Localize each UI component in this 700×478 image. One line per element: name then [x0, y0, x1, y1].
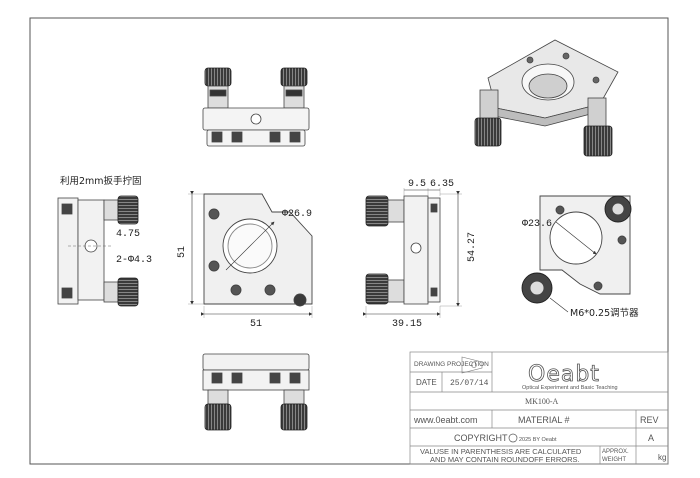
rev-label: REV [640, 415, 659, 425]
dim-back-bore: Φ23.6 [522, 219, 552, 230]
title-block [409, 351, 669, 465]
website: www.0eabt.com [413, 415, 478, 425]
thread-note: M6*0.25调节器 [570, 308, 639, 319]
dim-side-a: 9.5 [408, 179, 426, 190]
iso-knob-left [474, 117, 502, 147]
right-side-view [365, 195, 441, 305]
logo-tagline: Optical Experiment and Basic Teaching [522, 385, 618, 391]
back-view [521, 195, 632, 304]
side-knob-bottom [117, 277, 139, 307]
bottom-view [202, 353, 310, 431]
dim-side-width: 39.15 [392, 319, 422, 330]
dim-side-b: 6.35 [430, 179, 454, 190]
left-side-view [57, 195, 139, 307]
sheet-border [29, 17, 669, 465]
copyright-small: 2025 BY Oeabt [519, 437, 557, 443]
date-label: DATE [416, 378, 437, 387]
dim-side-offset: 4.75 [116, 229, 140, 240]
dim-front-bore: Φ26.9 [282, 209, 312, 220]
rside-knob-top [365, 195, 389, 227]
dim-front-height: 51 [177, 246, 188, 258]
iso-knob-right [583, 125, 613, 157]
copyright-label: COPYRIGHT [454, 433, 508, 443]
material-label: MATERIAL # [518, 415, 570, 425]
iso-view [474, 39, 619, 157]
rside-knob-bottom [365, 273, 389, 305]
part-number: MK100-A [525, 397, 559, 406]
top-knob-right [280, 67, 308, 87]
weight-label: WEIGHT [602, 457, 626, 463]
top-center-hole [250, 113, 262, 125]
date-value: 25/07/14 [450, 379, 489, 388]
dim-side-height: 54.27 [467, 232, 478, 262]
approx-label: APPROX. [602, 449, 629, 455]
projection-symbol-icon [461, 356, 483, 374]
copyright-icon [508, 433, 518, 443]
dim-front-width: 51 [250, 319, 262, 330]
top-view [202, 67, 310, 147]
side-knob-top [117, 195, 139, 225]
dim-hole-dia: 2-Φ4.3 [116, 255, 152, 266]
projection-label: DRAWING PROJECTION [414, 361, 489, 368]
bottom-knob-right [280, 403, 308, 431]
bottom-knob-left [204, 403, 232, 431]
weight-unit: kg [658, 453, 666, 462]
rev-value: A [648, 433, 654, 443]
company-logo: Oeabt [528, 362, 600, 387]
disclaimer-line1: VALUSE IN PARENTHESIS ARE CALCULATED [420, 447, 582, 456]
wrench-note: 利用2mm扳手拧固 [60, 175, 142, 187]
top-knob-left [204, 67, 232, 87]
disclaimer-line2: AND MAY CONTAIN ROUNDOFF ERRORS. [430, 455, 580, 464]
